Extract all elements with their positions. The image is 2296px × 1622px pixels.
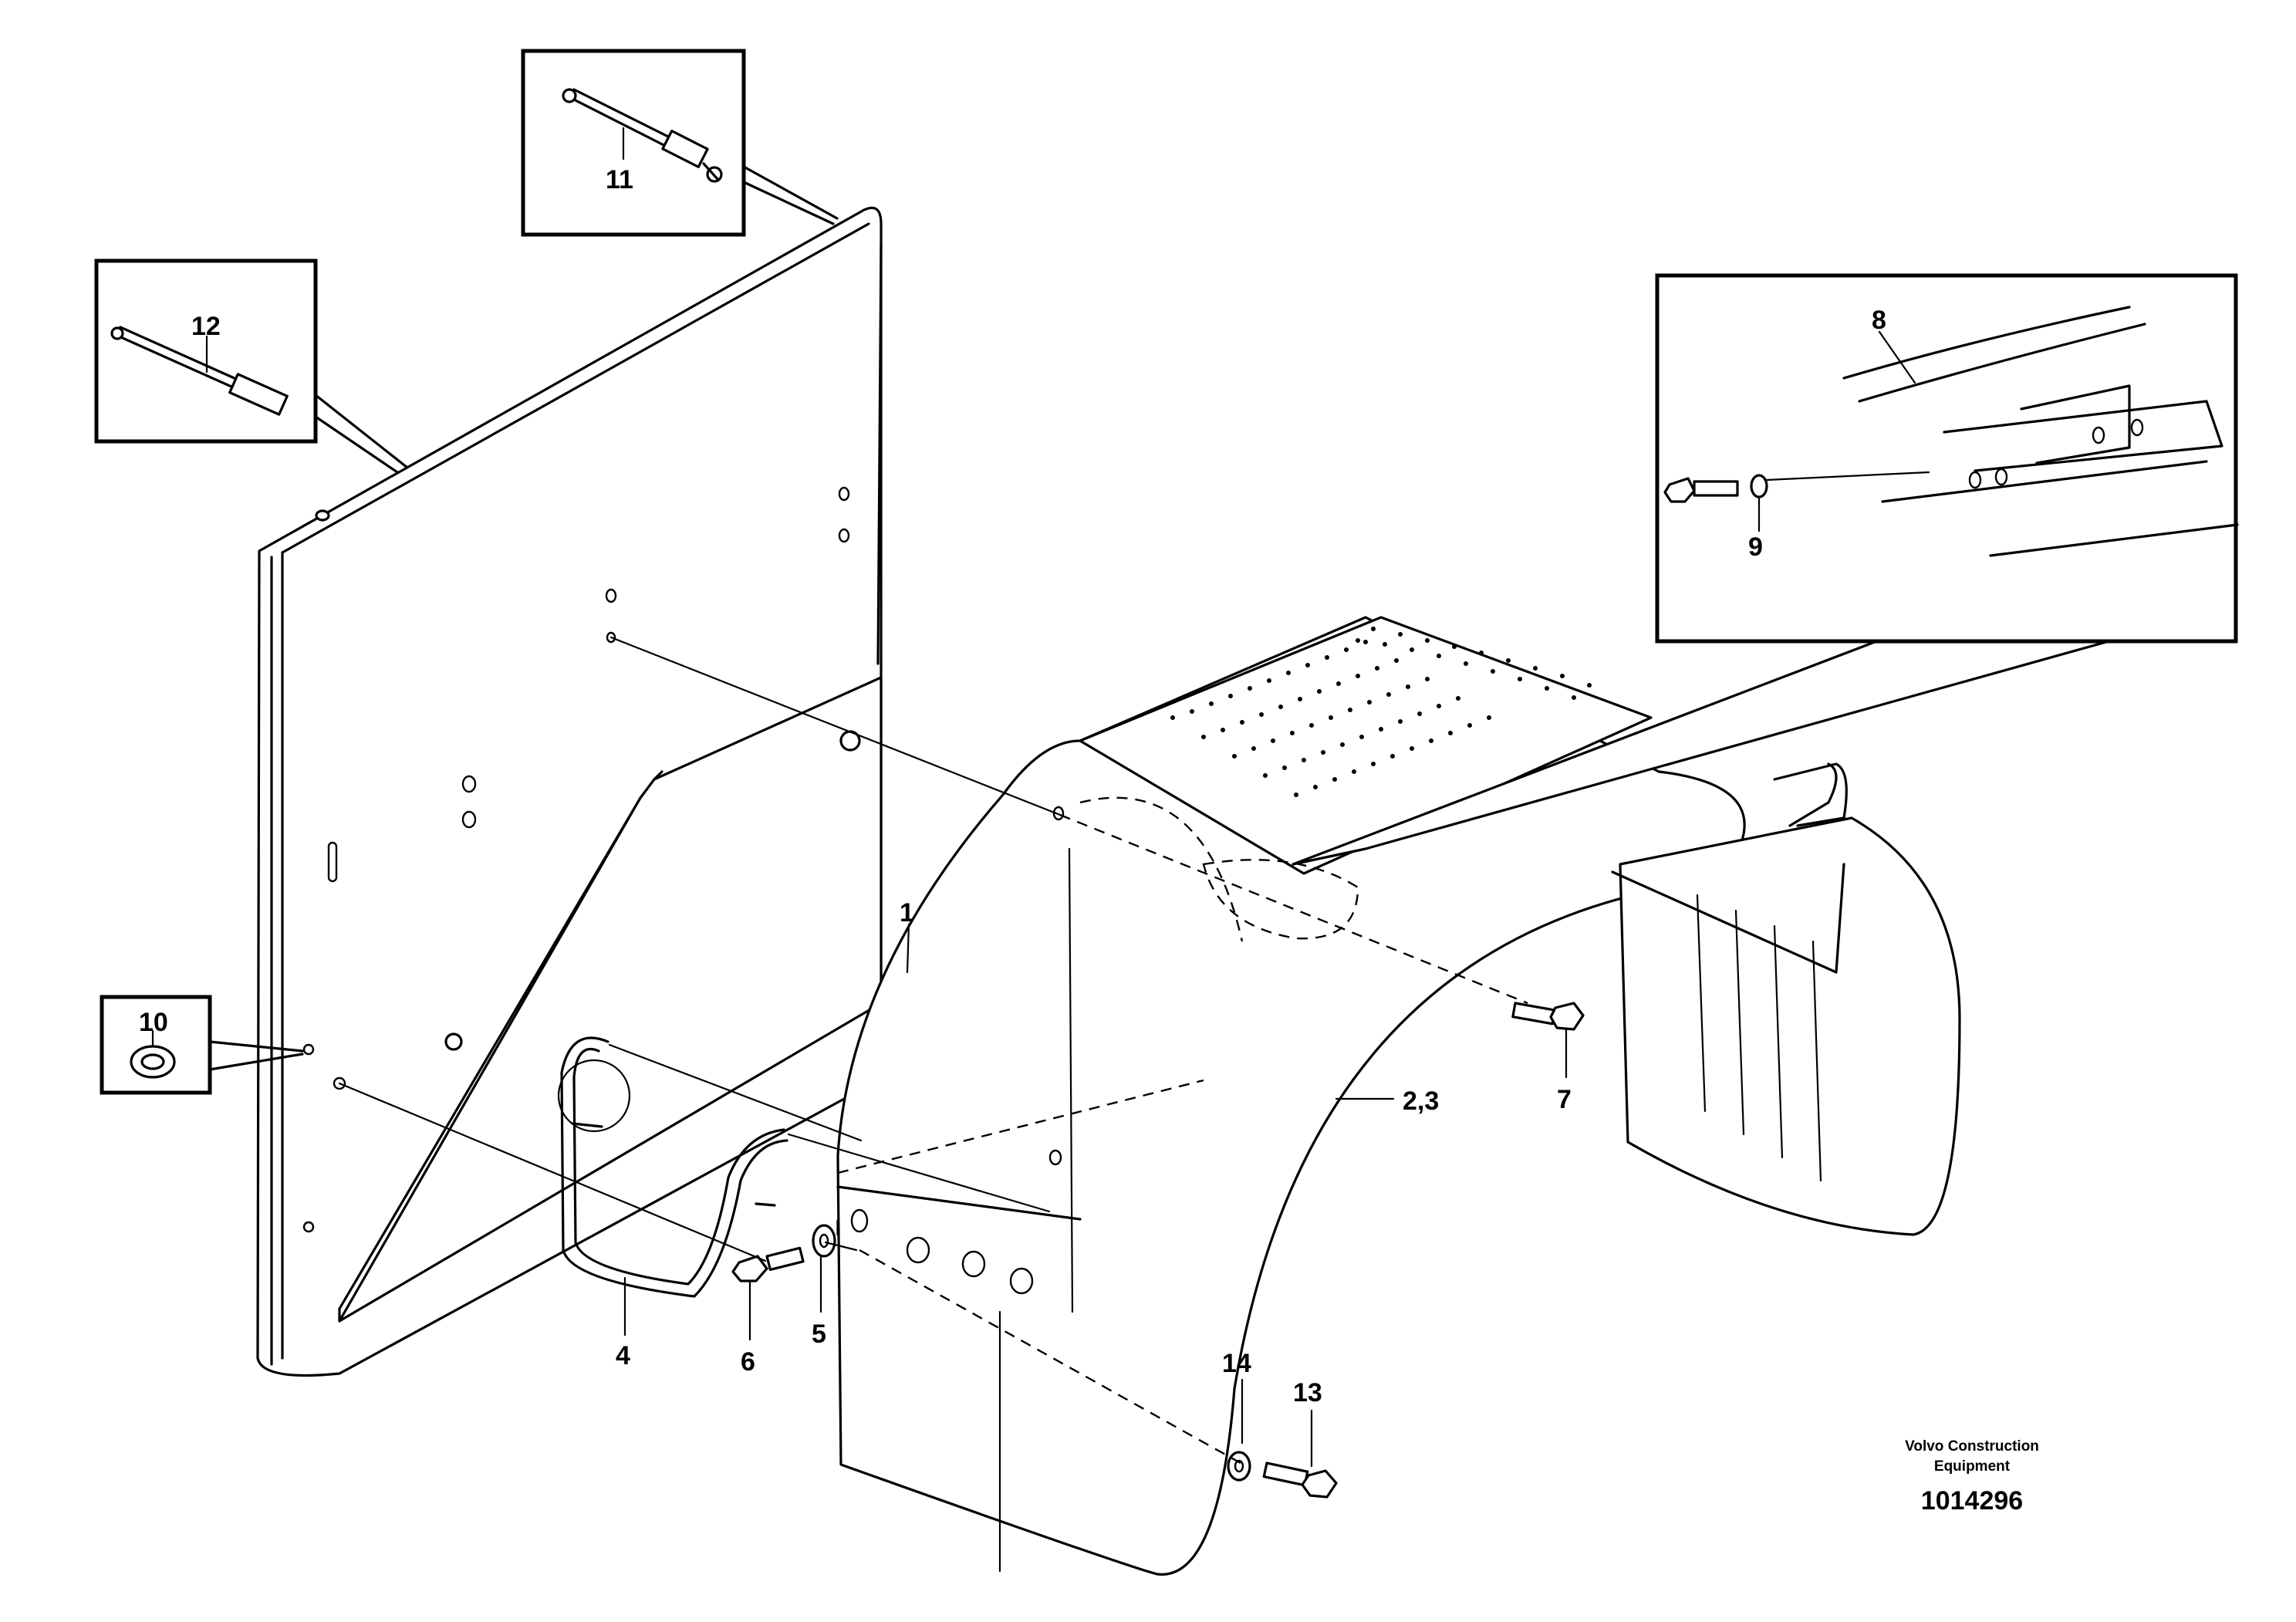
inset-gas-strut-11: 11 xyxy=(521,49,839,237)
bolt-6-icon xyxy=(731,1246,805,1282)
callout-2-3: 2,3 xyxy=(1403,1086,1439,1116)
callout-labels: 1 2,3 4 5 6 7 14 13 xyxy=(616,898,1572,1468)
callout-1: 1 xyxy=(900,898,914,928)
inset-bracket-8-9: 8 9 xyxy=(1292,273,2239,866)
document-number: 1014296 xyxy=(1921,1486,2023,1516)
assembly-lines xyxy=(338,636,1528,1465)
callout-14: 14 xyxy=(1222,1349,1251,1378)
callout-6: 6 xyxy=(741,1347,755,1377)
bolt-7-icon xyxy=(1511,1002,1585,1031)
bolt-13-icon xyxy=(1262,1461,1338,1499)
callout-5: 5 xyxy=(812,1320,826,1349)
callout-13: 13 xyxy=(1293,1378,1322,1407)
callout-9: 9 xyxy=(1748,532,1763,562)
mudguard-1 xyxy=(836,616,1961,1576)
brand-line-1: Volvo Construction xyxy=(1905,1438,2039,1455)
brand-line-2: Equipment xyxy=(1934,1458,2011,1475)
bolt-9-icon xyxy=(1663,474,1768,503)
footer-brand: Volvo Construction Equipment 1014296 xyxy=(1905,1438,2039,1516)
callout-4: 4 xyxy=(616,1341,630,1370)
grommet-10-icon xyxy=(130,1045,176,1079)
bracket-8-detail xyxy=(1842,306,2239,557)
inset-grommet-10: 10 xyxy=(100,995,304,1095)
handrail-4 xyxy=(557,1036,788,1298)
washer-5-icon xyxy=(812,1224,836,1258)
side-panel xyxy=(256,206,883,1377)
inset-gas-strut-12: 12 xyxy=(94,259,409,474)
washer-14-icon xyxy=(1227,1451,1251,1482)
callout-10: 10 xyxy=(139,1008,168,1037)
gas-strut-12-icon xyxy=(110,326,289,416)
callout-11: 11 xyxy=(606,165,633,194)
callout-7: 7 xyxy=(1557,1085,1572,1114)
callout-12: 12 xyxy=(191,312,221,341)
perforated-deck xyxy=(1170,627,1592,797)
callout-8: 8 xyxy=(1872,306,1886,335)
gas-strut-11-icon xyxy=(562,88,723,183)
